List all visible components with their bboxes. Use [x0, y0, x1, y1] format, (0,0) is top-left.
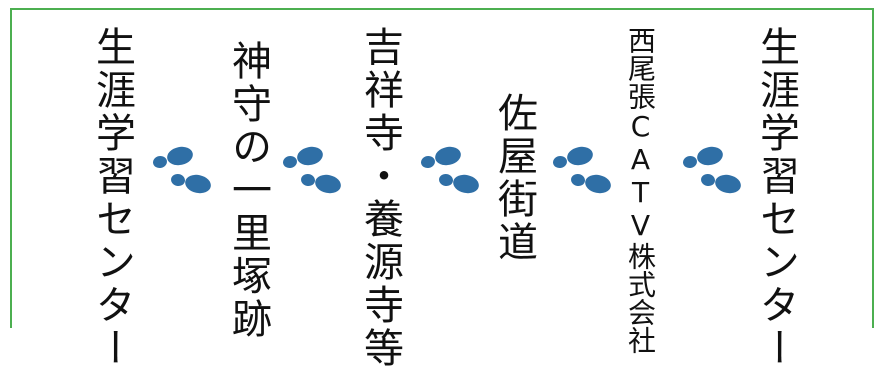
footsteps-icon [276, 140, 360, 204]
stop-5-label: 西尾張CATV株式会社 [624, 26, 657, 354]
stop-2-label: 神守の一里塚跡 [225, 40, 271, 341]
stop-6-label: 生涯学習センター [753, 26, 799, 370]
route-frame [10, 8, 874, 328]
footsteps-icon [546, 140, 630, 204]
footsteps-icon [676, 140, 760, 204]
stop-1-label: 生涯学習センター [89, 26, 135, 370]
footsteps-icon [414, 140, 498, 204]
stop-4-label: 佐屋街道 [491, 92, 537, 264]
footsteps-icon [146, 140, 230, 204]
stop-3-label: 吉祥寺・養源寺等 [357, 26, 403, 370]
